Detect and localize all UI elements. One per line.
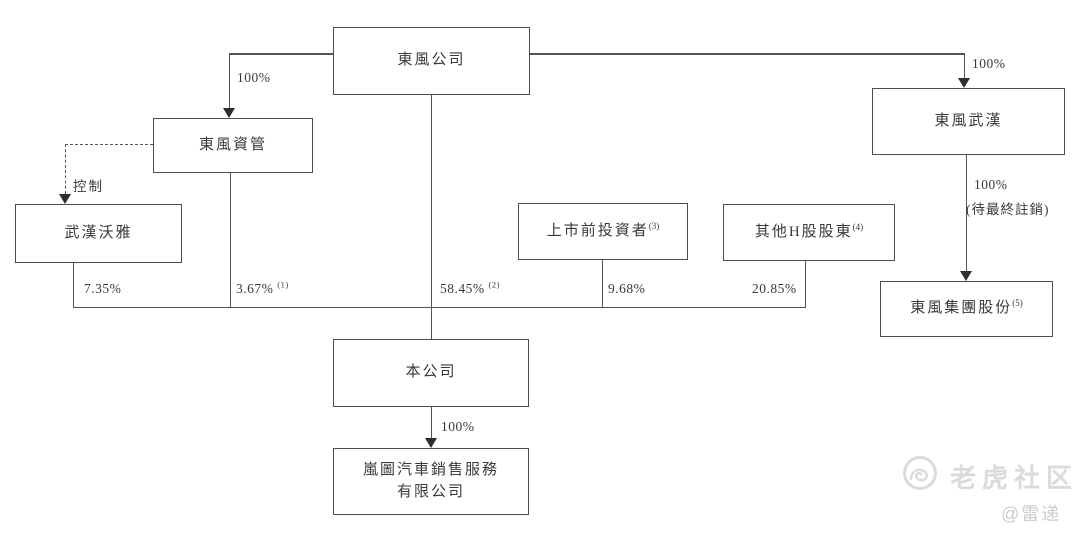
label-control: 控制: [73, 179, 104, 194]
footnote-ref: (2): [488, 279, 500, 290]
node-label-line2: 有限公司: [396, 483, 465, 500]
connector-hshare-to-bus: [804, 261, 806, 308]
connector-preipo-to-bus: [601, 260, 603, 308]
node-label: 東風資管: [198, 136, 267, 153]
node-other-h-shareholders: 其他H股股東(4): [723, 204, 895, 261]
footnote-ref: (1): [277, 279, 289, 290]
node-dongfeng-group-shares: 東風集團股份(5): [880, 281, 1053, 337]
shareholder-bus-line: [72, 306, 806, 308]
connector-company-to-wuhan-v: [963, 53, 965, 79]
label-group-100pct: 100%: [974, 177, 1008, 192]
node-label: 武漢沃雅: [64, 224, 133, 241]
node-label: 本公司: [405, 364, 457, 381]
node-label: 上市前投資者(3): [546, 220, 660, 239]
label-asset-hold-pct: 3.67% (1): [236, 279, 289, 296]
node-label: 其他H股股東(4): [754, 221, 864, 240]
node-label: 東風武漢: [934, 112, 1003, 129]
connector-woya-to-bus: [72, 263, 74, 308]
footnote-ref: (4): [852, 221, 864, 232]
node-pre-ipo-investors: 上市前投資者(3): [518, 203, 688, 260]
arrowhead-into-group: [960, 271, 972, 281]
label-preipo-pct: 9.68%: [608, 281, 646, 296]
node-label: 東風公司: [397, 52, 466, 69]
node-the-company: 本公司: [333, 339, 529, 407]
connector-wuhan-to-group: [965, 155, 967, 271]
node-label: 東風集團股份(5): [910, 298, 1023, 317]
connector-company-to-wuhan-h: [530, 53, 965, 55]
node-dongfeng-asset: 東風資管: [153, 118, 313, 173]
label-group-cancellation-note: (待最終註銷): [966, 202, 1050, 217]
connector-asset-to-bus: [229, 173, 231, 308]
node-wuhan-woya: 武漢沃雅: [15, 204, 182, 263]
arrowhead-into-lantu: [425, 438, 437, 448]
connector-company-to-thecompany: [430, 95, 432, 339]
arrowhead-into-wuhan: [958, 78, 970, 88]
label-wuhan-100pct: 100%: [972, 56, 1006, 71]
label-lantu-100pct: 100%: [441, 419, 475, 434]
footnote-ref: (3): [648, 220, 660, 231]
node-lantu-sales: 嵐圖汽車銷售服務 有限公司: [333, 448, 529, 515]
connector-control-h-dashed: [65, 144, 153, 145]
label-company-hold-pct: 58.45% (2): [440, 279, 500, 296]
label-asset-100pct: 100%: [237, 70, 271, 85]
node-dongfeng-company: 東風公司: [333, 27, 530, 95]
watermark-brand: 老虎社区: [950, 463, 1079, 493]
label-hshare-pct: 20.85%: [752, 281, 797, 296]
connector-company-to-asset-h: [229, 53, 333, 55]
arrowhead-into-woya: [59, 194, 71, 204]
tiger-logo-icon: [903, 456, 937, 490]
connector-control-v-dashed: [64, 144, 66, 194]
watermark-handle: @雷递: [1001, 504, 1062, 524]
arrowhead-into-asset: [223, 108, 235, 118]
node-label-line1: 嵐圖汽車銷售服務: [362, 461, 499, 478]
footnote-ref: (5): [1012, 298, 1023, 309]
node-dongfeng-wuhan: 東風武漢: [872, 88, 1065, 155]
connector-thecompany-to-lantu: [430, 407, 432, 438]
connector-company-to-asset-v: [228, 53, 230, 109]
label-woya-pct: 7.35%: [84, 281, 122, 296]
